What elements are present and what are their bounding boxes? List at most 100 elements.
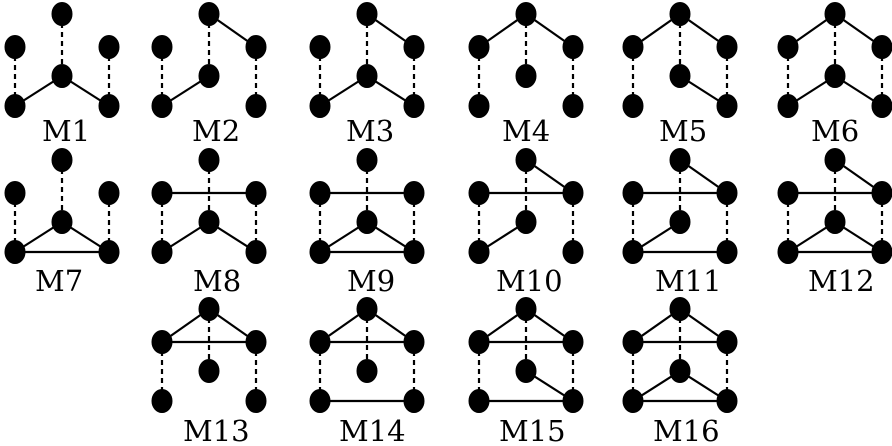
node-br — [98, 240, 120, 264]
node-r — [871, 181, 892, 205]
node-t — [198, 2, 220, 26]
node-l — [777, 181, 799, 205]
motif-m4: M4 — [468, 2, 584, 148]
node-bl — [4, 240, 26, 264]
node-t — [515, 297, 537, 321]
node-c — [515, 359, 537, 383]
node-c — [669, 359, 691, 383]
node-t — [515, 148, 537, 172]
node-r — [403, 35, 425, 59]
node-t — [51, 2, 73, 26]
node-bl — [151, 389, 173, 413]
node-c — [669, 210, 691, 234]
node-l — [4, 35, 26, 59]
node-c — [198, 64, 220, 88]
node-bl — [777, 240, 799, 264]
node-l — [622, 35, 644, 59]
node-t — [669, 2, 691, 26]
motif-label: M14 — [339, 414, 406, 446]
node-c — [198, 359, 220, 383]
node-l — [309, 35, 331, 59]
node-bl — [468, 389, 490, 413]
motif-label: M2 — [192, 114, 240, 148]
motif-m13: M13 — [151, 297, 267, 446]
motif-m7: M7 — [4, 148, 120, 298]
node-t — [198, 148, 220, 172]
node-br — [871, 240, 892, 264]
node-c — [824, 64, 846, 88]
motif-label: M1 — [42, 114, 90, 148]
node-t — [824, 2, 846, 26]
node-c — [356, 210, 378, 234]
node-l — [151, 181, 173, 205]
node-r — [403, 181, 425, 205]
node-c — [824, 210, 846, 234]
node-br — [562, 94, 584, 118]
motif-m10: M10 — [468, 148, 584, 298]
node-bl — [622, 389, 644, 413]
motif-m9: M9 — [309, 148, 425, 298]
node-br — [245, 240, 267, 264]
motif-m16: M16 — [622, 297, 738, 446]
node-br — [716, 240, 738, 264]
node-r — [98, 35, 120, 59]
node-t — [356, 2, 378, 26]
node-br — [403, 240, 425, 264]
node-br — [245, 389, 267, 413]
node-c — [515, 210, 537, 234]
motif-m12: M12 — [777, 148, 892, 298]
node-r — [245, 181, 267, 205]
node-br — [871, 94, 892, 118]
node-br — [716, 94, 738, 118]
motif-label: M4 — [502, 114, 550, 148]
node-r — [562, 330, 584, 354]
node-bl — [309, 240, 331, 264]
motif-label: M3 — [346, 114, 394, 148]
node-br — [716, 389, 738, 413]
node-bl — [151, 94, 173, 118]
motif-label: M5 — [659, 114, 707, 148]
motif-label: M13 — [183, 414, 250, 446]
node-l — [468, 330, 490, 354]
node-l — [777, 35, 799, 59]
motif-label: M6 — [811, 114, 859, 148]
motif-m3: M3 — [309, 2, 425, 148]
motif-m1: M1 — [4, 2, 120, 148]
node-bl — [151, 240, 173, 264]
node-l — [622, 330, 644, 354]
node-bl — [4, 94, 26, 118]
node-bl — [622, 240, 644, 264]
node-r — [562, 181, 584, 205]
node-bl — [468, 94, 490, 118]
node-br — [562, 389, 584, 413]
node-c — [51, 210, 73, 234]
node-br — [403, 94, 425, 118]
motif-m14: M14 — [309, 297, 425, 446]
node-l — [622, 181, 644, 205]
node-c — [515, 64, 537, 88]
motif-label: M15 — [499, 414, 566, 446]
node-l — [468, 35, 490, 59]
motif-m11: M11 — [622, 148, 738, 298]
node-t — [669, 148, 691, 172]
motif-m15: M15 — [468, 297, 584, 446]
node-t — [515, 2, 537, 26]
node-c — [356, 359, 378, 383]
node-br — [98, 94, 120, 118]
node-r — [716, 330, 738, 354]
node-c — [51, 64, 73, 88]
node-l — [468, 181, 490, 205]
motif-label: M7 — [35, 264, 83, 298]
motif-label: M11 — [655, 264, 722, 298]
node-r — [871, 35, 892, 59]
node-l — [4, 181, 26, 205]
node-br — [562, 240, 584, 264]
node-r — [245, 35, 267, 59]
node-r — [98, 181, 120, 205]
motif-label: M8 — [193, 264, 241, 298]
node-bl — [309, 94, 331, 118]
node-r — [716, 181, 738, 205]
motif-label: M10 — [496, 264, 563, 298]
node-r — [716, 35, 738, 59]
